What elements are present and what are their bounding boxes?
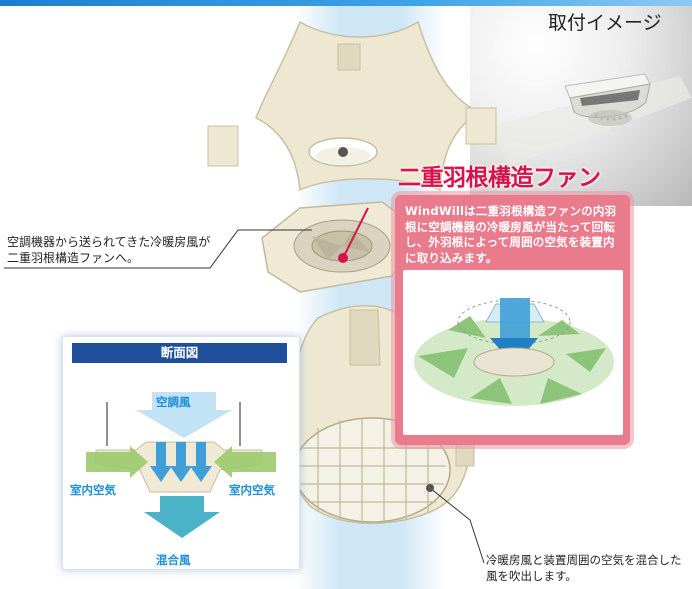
room-air-arrow-left [86, 446, 148, 478]
room-air-arrow-right [214, 446, 276, 478]
mixed-air-label: 混合風 [156, 553, 191, 567]
installation-photo [470, 6, 692, 206]
photo-label: 取付イメージ [548, 12, 662, 34]
outflow-note: 冷暖房風と装置周囲の空気を混合した風を吹出します。 [486, 553, 682, 583]
cross-section-title: 断面図 [72, 343, 287, 363]
marker-dot [338, 147, 348, 157]
feature-title: 二重羽根構造ファン [398, 165, 601, 191]
supply-air-arrow [136, 392, 232, 438]
mount-plate [207, 20, 497, 192]
fan-marker-dot [338, 253, 348, 263]
inflow-note: 空調機器から送られてきた冷暖房風が二重羽根構造ファンへ。 [7, 235, 211, 265]
dual-blade-fan [261, 201, 426, 293]
room-air-label-right: 室内空気 [229, 483, 275, 497]
room-air-label-left: 室内空気 [70, 483, 116, 497]
feature-description: WindWillは二重羽根構造ファンの内羽根に空調機器の冷暖房風が当たって回転し… [405, 204, 617, 265]
header-band [0, 0, 692, 6]
mixed-air-arrow [144, 496, 220, 538]
leader-lines [4, 207, 485, 564]
supply-air-label: 空調風 [156, 395, 191, 409]
outlet-marker-dot [426, 484, 434, 492]
installed-device-illustration [490, 73, 692, 166]
